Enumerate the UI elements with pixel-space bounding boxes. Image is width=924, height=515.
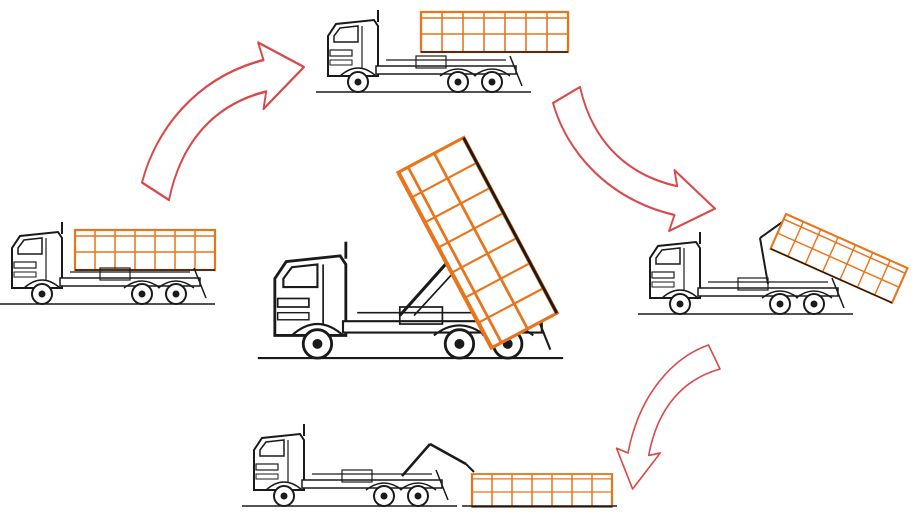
truck-bottom-unloading bbox=[242, 424, 617, 507]
truck-left-loaded bbox=[0, 222, 215, 304]
truck-top-loaded bbox=[316, 10, 568, 92]
arrow-top-to-right bbox=[553, 87, 715, 231]
arrow-right-to-bottom bbox=[617, 345, 721, 489]
arrow-left-to-top bbox=[142, 43, 304, 201]
truck-center-dumping bbox=[258, 138, 563, 358]
truck-right-tilting bbox=[638, 214, 908, 314]
